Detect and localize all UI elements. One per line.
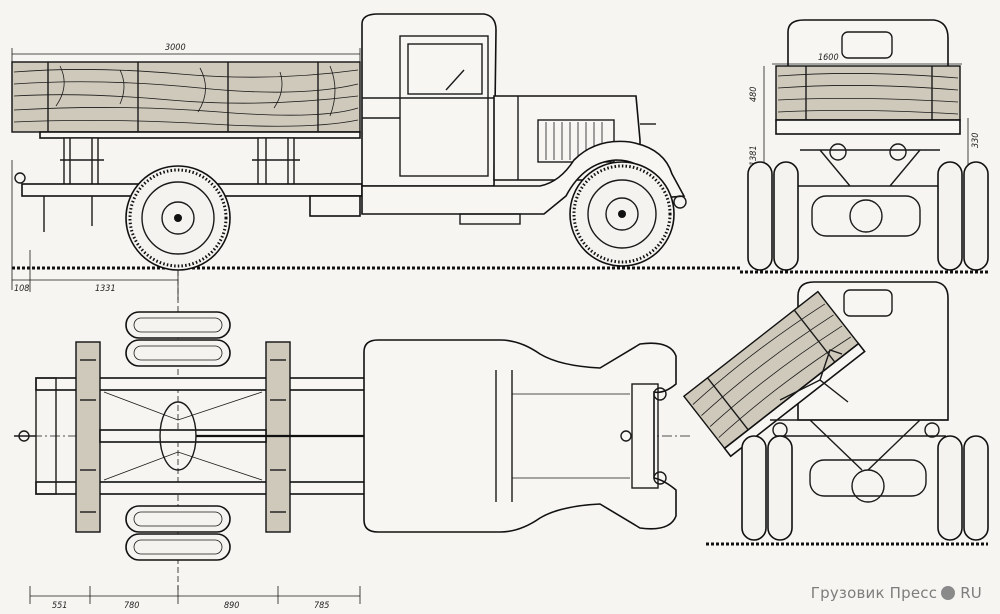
dim-side-1331: 1331 <box>95 284 116 294</box>
watermark-text: Грузовик Пресс <box>810 584 938 602</box>
front-differential <box>849 199 883 233</box>
dim-body-length: 3000 <box>165 43 186 53</box>
dim-front-330: 330 <box>971 133 981 148</box>
front-cab <box>787 19 949 71</box>
watermark-suffix: RU <box>960 584 982 602</box>
rear-view-tipped-body <box>682 281 989 546</box>
dim-front-1381: 1381 <box>749 145 759 166</box>
rear-wheels-left <box>741 435 793 541</box>
front-view: 1600 480 1381 330 970 <box>740 19 989 274</box>
dim-plan-785: 785 <box>314 601 329 611</box>
rear-wheels-right <box>937 435 989 541</box>
side-cab <box>361 13 497 187</box>
side-rear-suspension <box>60 137 300 187</box>
rear-axle-housing <box>809 459 927 497</box>
side-cab-door <box>399 35 489 177</box>
plan-rear-crossmember <box>75 341 101 533</box>
front-wheels-right <box>937 161 989 271</box>
plan-rear-tires-bottom <box>125 505 231 561</box>
dim-plan-551: 551 <box>52 601 67 611</box>
dim-plan-890: 890 <box>224 601 239 611</box>
watermark: Грузовик Пресс RU <box>811 584 982 602</box>
watermark-logo-icon <box>941 586 956 600</box>
side-rear-wheel <box>125 165 231 271</box>
side-front-wheel <box>569 161 675 267</box>
side-cab-window <box>407 43 483 95</box>
tipped-cargo-body <box>682 290 866 458</box>
front-cab-rear-window <box>841 31 893 59</box>
steering-wheel-mark <box>445 69 465 91</box>
dim-plan-780: 780 <box>124 601 139 611</box>
dim-front-width: 1600 <box>818 53 839 63</box>
side-cargo-body <box>11 61 361 133</box>
plan-radiator <box>631 383 659 489</box>
dim-front-480: 480 <box>749 87 759 102</box>
dim-side-108: 108 <box>14 284 29 294</box>
side-front-fender <box>361 140 686 215</box>
rear-cab-window <box>843 289 893 317</box>
rear-differential <box>851 469 885 503</box>
side-view: 3000 108 1331 <box>11 13 740 300</box>
plan-view: 551 780 890 785 <box>14 270 690 611</box>
tow-hook <box>14 172 26 184</box>
plan-cab-and-hood <box>363 339 677 533</box>
front-rear-axle-housing <box>811 195 921 237</box>
front-wheels-left <box>747 161 799 271</box>
plan-rear-tires-top <box>125 311 231 367</box>
